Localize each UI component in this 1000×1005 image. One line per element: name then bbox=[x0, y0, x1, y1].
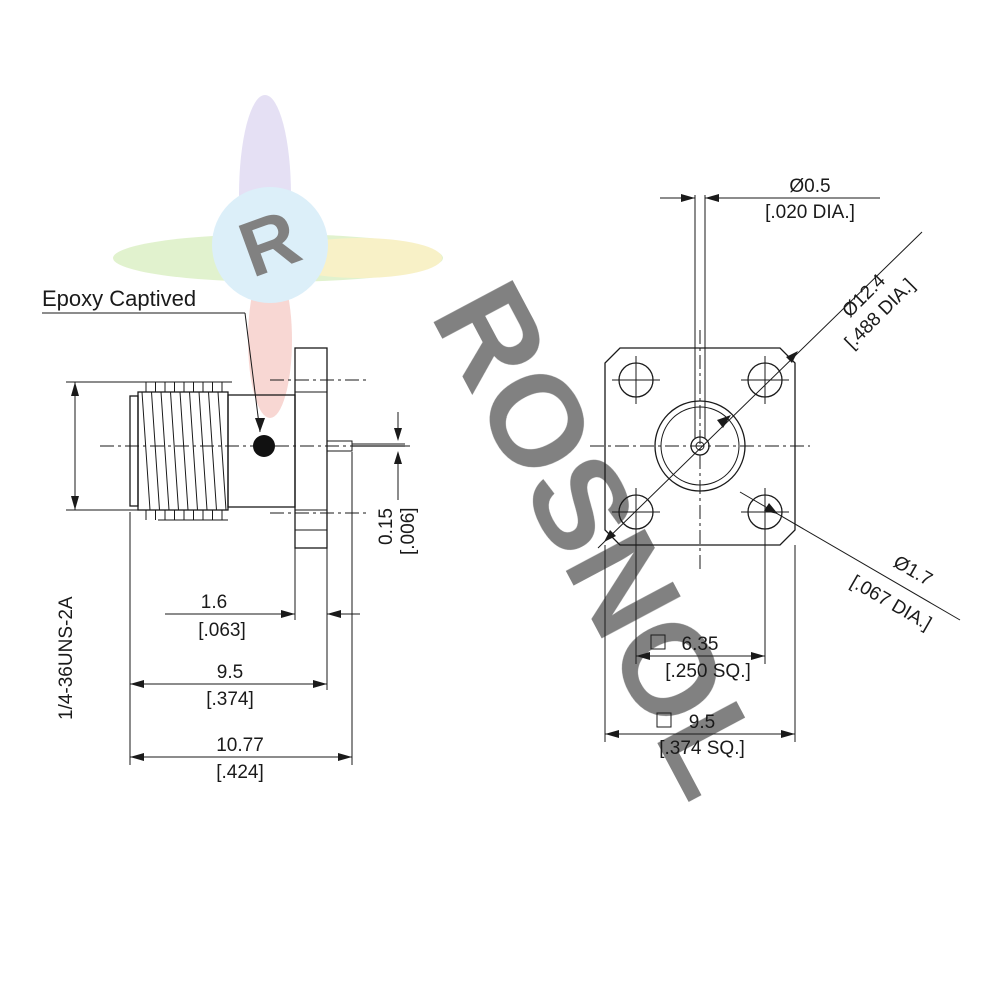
hole-spacing-arrow-right bbox=[751, 652, 765, 660]
body-dim-in: [.374] bbox=[206, 689, 254, 710]
overall-dim-in: [.424] bbox=[216, 762, 264, 783]
body-dim-mm: 9.5 bbox=[217, 662, 243, 683]
epoxy-callout: Epoxy Captived bbox=[42, 286, 196, 311]
thread-front-face bbox=[129, 395, 139, 507]
watermark-blue-circle bbox=[212, 187, 328, 303]
body-dim-arrow-right bbox=[313, 680, 327, 688]
pin-dim-in: [.006] bbox=[398, 507, 419, 555]
flange-dim-arrow-right bbox=[327, 610, 341, 618]
callout-leader bbox=[244, 312, 261, 433]
outer-dia-arrow-upper bbox=[786, 351, 798, 363]
outer-body-circle bbox=[654, 400, 746, 492]
front-pin-dim-mm: Ø0.5 bbox=[789, 176, 830, 197]
front-pin-dim-in: [.020 DIA.] bbox=[765, 202, 855, 223]
flange-plate bbox=[294, 347, 328, 549]
hole-dim-arrow bbox=[764, 503, 778, 514]
thread-dim-arrow-bottom bbox=[71, 496, 79, 510]
outer-dia-arrow-lower bbox=[604, 530, 616, 542]
hole-spacing-arrow-left bbox=[636, 652, 650, 660]
hole-dia-mm: Ø1.7 bbox=[890, 552, 936, 591]
pin-dim-arrow-bottom bbox=[394, 451, 402, 464]
flange-square bbox=[604, 347, 796, 546]
pin-dim-arrow-right bbox=[705, 194, 719, 202]
mounting-hole-bl bbox=[612, 488, 660, 536]
callout-arrow bbox=[255, 418, 265, 432]
mounting-hole-br bbox=[741, 488, 789, 536]
side-view: Epoxy Captived 1/4-36UNS-2A 0.15 [.006] … bbox=[42, 286, 419, 783]
thread-spec-label: 1/4-36UNS-2A bbox=[56, 596, 77, 720]
flange-size-arrow-left bbox=[605, 730, 619, 738]
mounting-hole-tr bbox=[741, 356, 789, 404]
inner-body-circle bbox=[660, 406, 740, 486]
square-symbol-icon-2 bbox=[656, 712, 672, 728]
pin-dim-arrow-top bbox=[394, 428, 402, 441]
flange-dim-in: [.063] bbox=[198, 620, 246, 641]
flange-size-arrow-right bbox=[781, 730, 795, 738]
thread-dim-arrow-top bbox=[71, 382, 79, 396]
mounting-hole-tl bbox=[612, 356, 660, 404]
overall-dim-mm: 10.77 bbox=[216, 735, 264, 756]
outer-dia-arrow-inner bbox=[717, 415, 731, 428]
flange-size-in: [.374 SQ.] bbox=[659, 738, 745, 759]
outer-dia-dim-line bbox=[597, 231, 923, 549]
body-dim-arrow-left bbox=[130, 680, 144, 688]
square-symbol-icon bbox=[650, 634, 666, 650]
flange-size-mm: 9.5 bbox=[689, 712, 715, 733]
flange-dim-mm: 1.6 bbox=[201, 592, 227, 613]
overall-dim-arrow-right bbox=[338, 753, 352, 761]
watermark-logo: R ROSNOL bbox=[113, 95, 795, 819]
pin-dim-arrow-left bbox=[681, 194, 695, 202]
watermark-brand-text: ROSNOL bbox=[405, 259, 795, 819]
hole-spacing-in: [.250 SQ.] bbox=[665, 661, 751, 682]
thread-lines bbox=[141, 381, 232, 521]
overall-dim-arrow-left bbox=[130, 753, 144, 761]
pin-dim-mm: 0.15 bbox=[376, 508, 397, 545]
center-pin-core bbox=[695, 441, 705, 451]
hole-spacing-mm: 6.35 bbox=[682, 634, 719, 655]
flange-dim-arrow-left bbox=[281, 610, 295, 618]
center-pin-circle bbox=[690, 436, 710, 456]
thread-body-outline bbox=[137, 391, 229, 511]
epoxy-dot bbox=[253, 435, 275, 457]
